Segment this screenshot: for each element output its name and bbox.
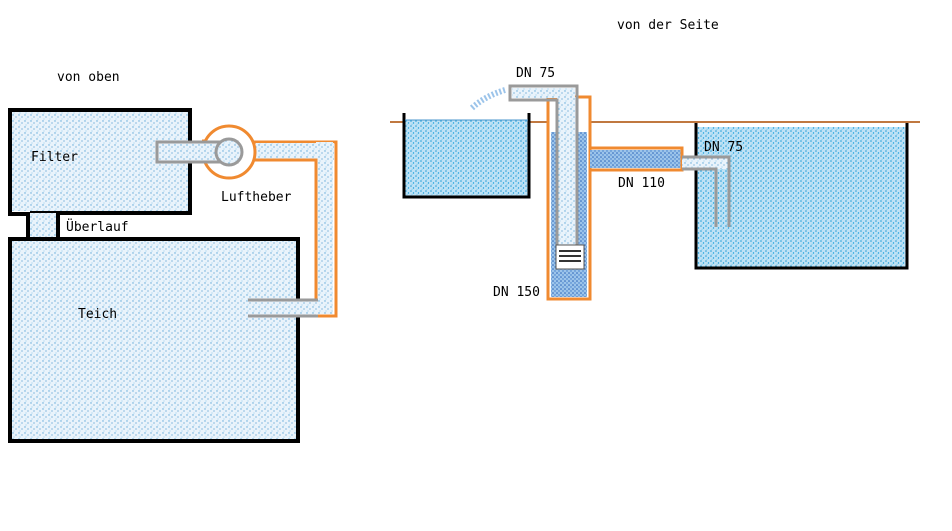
pond-basin (8, 237, 300, 443)
pond-side-water (696, 127, 906, 267)
filter-label: Filter (31, 150, 78, 165)
dn75-outlet-water (512, 88, 575, 98)
pond-side-wall (694, 123, 909, 270)
pipe-water-vertical (316, 142, 333, 314)
air-diffuser-icon (555, 244, 585, 270)
overflow-channel (30, 213, 58, 241)
dn75-left-label: DN 75 (516, 66, 555, 81)
airlift-label: Luftheber (221, 190, 292, 205)
dn75-inlet-pipe (682, 155, 731, 227)
dn75-right-label: DN 75 (704, 140, 743, 155)
overflow-wall-gap-left (8, 211, 30, 241)
pond-label: Teich (78, 307, 117, 322)
filter-tank-side (402, 113, 531, 199)
dn75-riser-water (557, 97, 577, 247)
dn150-label: DN 150 (493, 285, 540, 300)
overflow-label: Überlauf (66, 218, 129, 235)
dn110-pipe-water (590, 150, 682, 168)
dn110-label: DN 110 (618, 176, 665, 191)
side-view-title: von der Seite (617, 18, 719, 33)
airlift-riser (214, 137, 244, 167)
dn75-riser-pipe (508, 84, 579, 247)
filter-tank-water (404, 120, 529, 196)
top-view-title: von oben (57, 70, 120, 85)
pond-inlet-water (248, 299, 316, 317)
dn75-inlet-water (682, 157, 728, 169)
pipe-water-horizontal (256, 143, 334, 160)
outlet-spray (469, 87, 506, 111)
